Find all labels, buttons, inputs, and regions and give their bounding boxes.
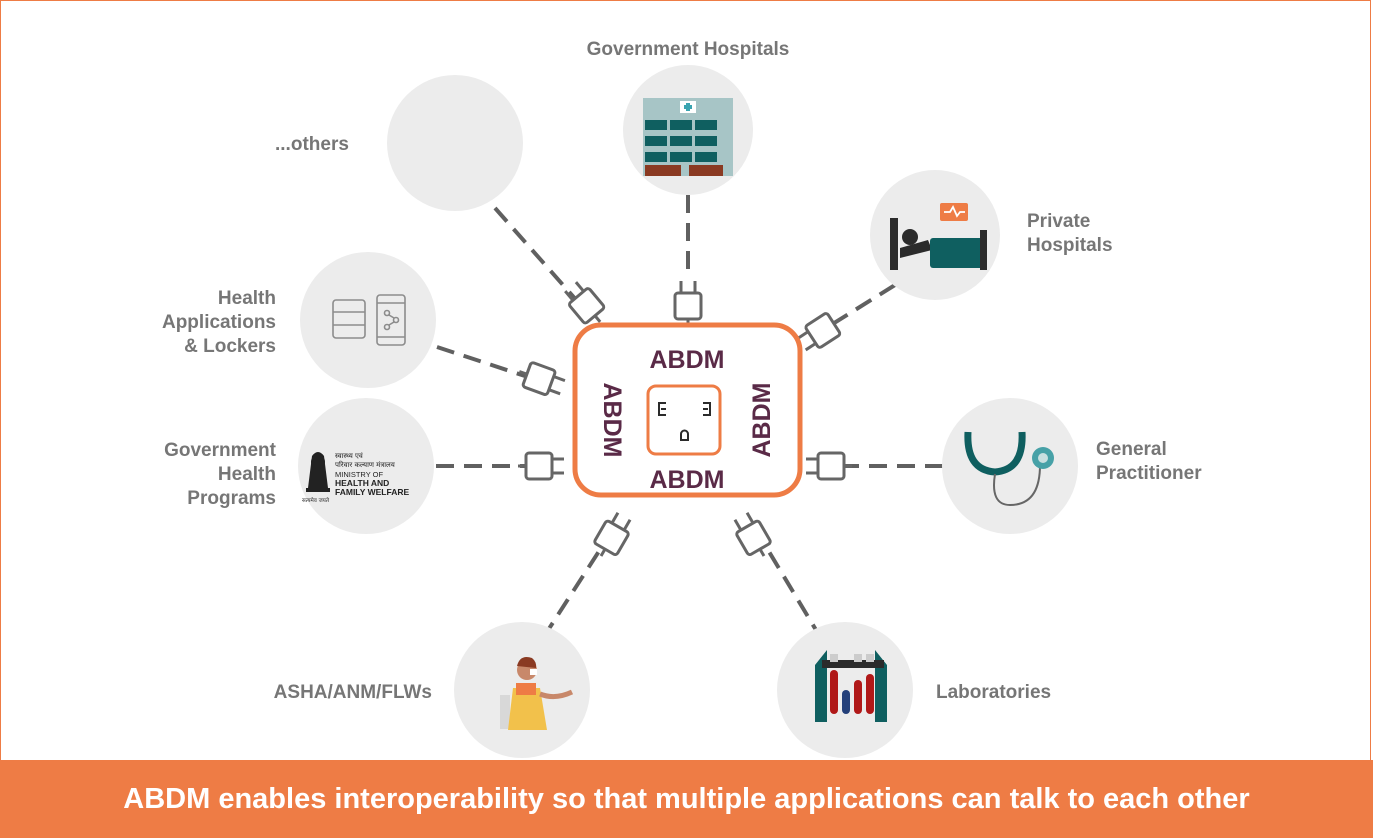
mohfw-hindi-2: परिवार कल्याण मंत्रालय bbox=[335, 460, 396, 469]
hospital-bed-icon bbox=[890, 203, 987, 270]
label-private-hospitals-line2: Hospitals bbox=[1027, 235, 1113, 256]
mohfw-motto: सत्यमेव जयते bbox=[302, 497, 330, 504]
connector-lines bbox=[436, 195, 943, 642]
mohfw-line5: FAMILY WELFARE bbox=[335, 487, 409, 497]
node-health-applications-circle bbox=[300, 252, 436, 388]
label-health-applications: Health Applications & Lockers bbox=[100, 287, 276, 359]
label-others: ...others bbox=[275, 134, 349, 155]
abdm-label-right: ABDM bbox=[748, 383, 776, 458]
mohfw-logo: स्वास्थ्य एवं परिवार कल्याण मंत्रालय MIN… bbox=[302, 452, 409, 504]
plug-health-applications bbox=[513, 357, 569, 401]
node-others-circle bbox=[387, 75, 523, 211]
node-laboratories-circle bbox=[777, 622, 913, 758]
plug-private-hospitals bbox=[793, 306, 850, 357]
label-laboratories: Laboratories bbox=[936, 682, 1052, 703]
database-phone-icon bbox=[332, 294, 406, 346]
hospital-building-icon bbox=[643, 98, 733, 176]
line-laboratories bbox=[763, 543, 824, 642]
line-health-applications bbox=[436, 345, 529, 379]
footer-banner-text: ABDM enables interoperability so that mu… bbox=[123, 782, 1250, 815]
plug-government-hospitals bbox=[673, 279, 703, 329]
stethoscope-icon bbox=[964, 431, 1054, 507]
label-health-applications-line1: Health bbox=[217, 288, 276, 309]
label-asha: ASHA/ANM/FLWs bbox=[273, 682, 432, 703]
line-private-hospitals bbox=[813, 283, 897, 337]
label-private-hospitals-line1: Private bbox=[1027, 211, 1091, 232]
label-government-health-programs-line3: Programs bbox=[187, 488, 276, 509]
mohfw-line3: MINISTRY OF bbox=[335, 470, 383, 479]
line-asha bbox=[541, 543, 605, 640]
label-general-practitioner-line2: Practitioner bbox=[1096, 463, 1202, 484]
mohfw-line4: HEALTH AND bbox=[335, 478, 389, 488]
test-tubes-icon bbox=[815, 650, 887, 722]
plug-general-practitioner bbox=[804, 451, 854, 481]
label-private-hospitals: Private Hospitals bbox=[1027, 210, 1113, 258]
abdm-label-top: ABDM bbox=[650, 346, 725, 374]
line-others bbox=[493, 206, 580, 304]
health-worker-icon bbox=[500, 657, 574, 730]
footer-banner: ABDM enables interoperability so that mu… bbox=[0, 760, 1373, 838]
label-government-hospitals: Government Hospitals bbox=[586, 39, 790, 60]
label-general-practitioner: General Practitioner bbox=[1096, 438, 1202, 486]
label-health-applications-line3: & Lockers bbox=[184, 336, 276, 357]
label-government-health-programs-line2: Health bbox=[217, 464, 276, 485]
plug-government-programs bbox=[516, 451, 566, 481]
abdm-label-bottom: ABDM bbox=[650, 466, 725, 494]
label-health-applications-line2: Applications bbox=[161, 312, 276, 333]
interoperability-diagram: स्वास्थ्य एवं परिवार कल्याण मंत्रालय MIN… bbox=[298, 65, 1078, 758]
mohfw-hindi-1: स्वास्थ्य एवं bbox=[335, 452, 363, 460]
label-government-health-programs-line1: Government bbox=[164, 440, 276, 461]
plug-laboratories bbox=[728, 508, 777, 565]
abdm-label-left: ABDM bbox=[598, 383, 626, 458]
label-government-health-programs: Government Health Programs bbox=[100, 439, 276, 511]
label-general-practitioner-line1: General bbox=[1096, 439, 1167, 460]
node-government-programs-circle bbox=[298, 398, 434, 534]
abdm-hub: ABDM ABDM ABDM ABDM bbox=[572, 322, 803, 498]
plug-others bbox=[559, 276, 612, 332]
